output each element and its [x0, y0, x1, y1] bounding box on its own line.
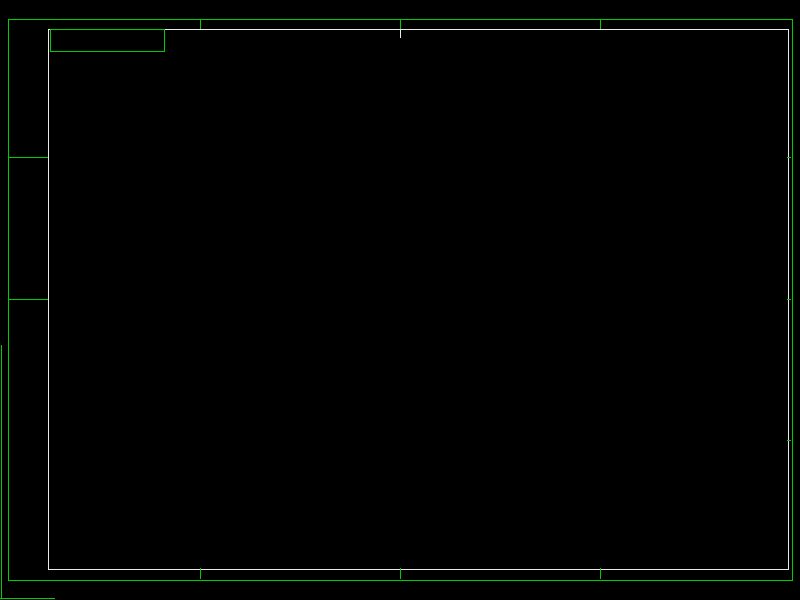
paper-edge-bottom [0, 598, 55, 599]
zone-tick-right [787, 157, 791, 158]
zone-tick-top [600, 19, 601, 29]
zone-tick-left [8, 299, 48, 300]
zone-tick-bottom [600, 568, 601, 579]
zone-tick-left [8, 157, 48, 158]
zone-tick-right [787, 299, 791, 300]
zone-tick-top [200, 19, 201, 29]
zone-tick-bottom [400, 568, 401, 579]
zone-tick-right [787, 440, 791, 441]
top-left-box [50, 29, 165, 52]
centering-mark-top [400, 29, 401, 38]
paper-edge-left [1, 345, 2, 598]
zone-tick-bottom [200, 568, 201, 579]
zone-tick-top [400, 19, 401, 29]
inner-frame [48, 29, 789, 570]
